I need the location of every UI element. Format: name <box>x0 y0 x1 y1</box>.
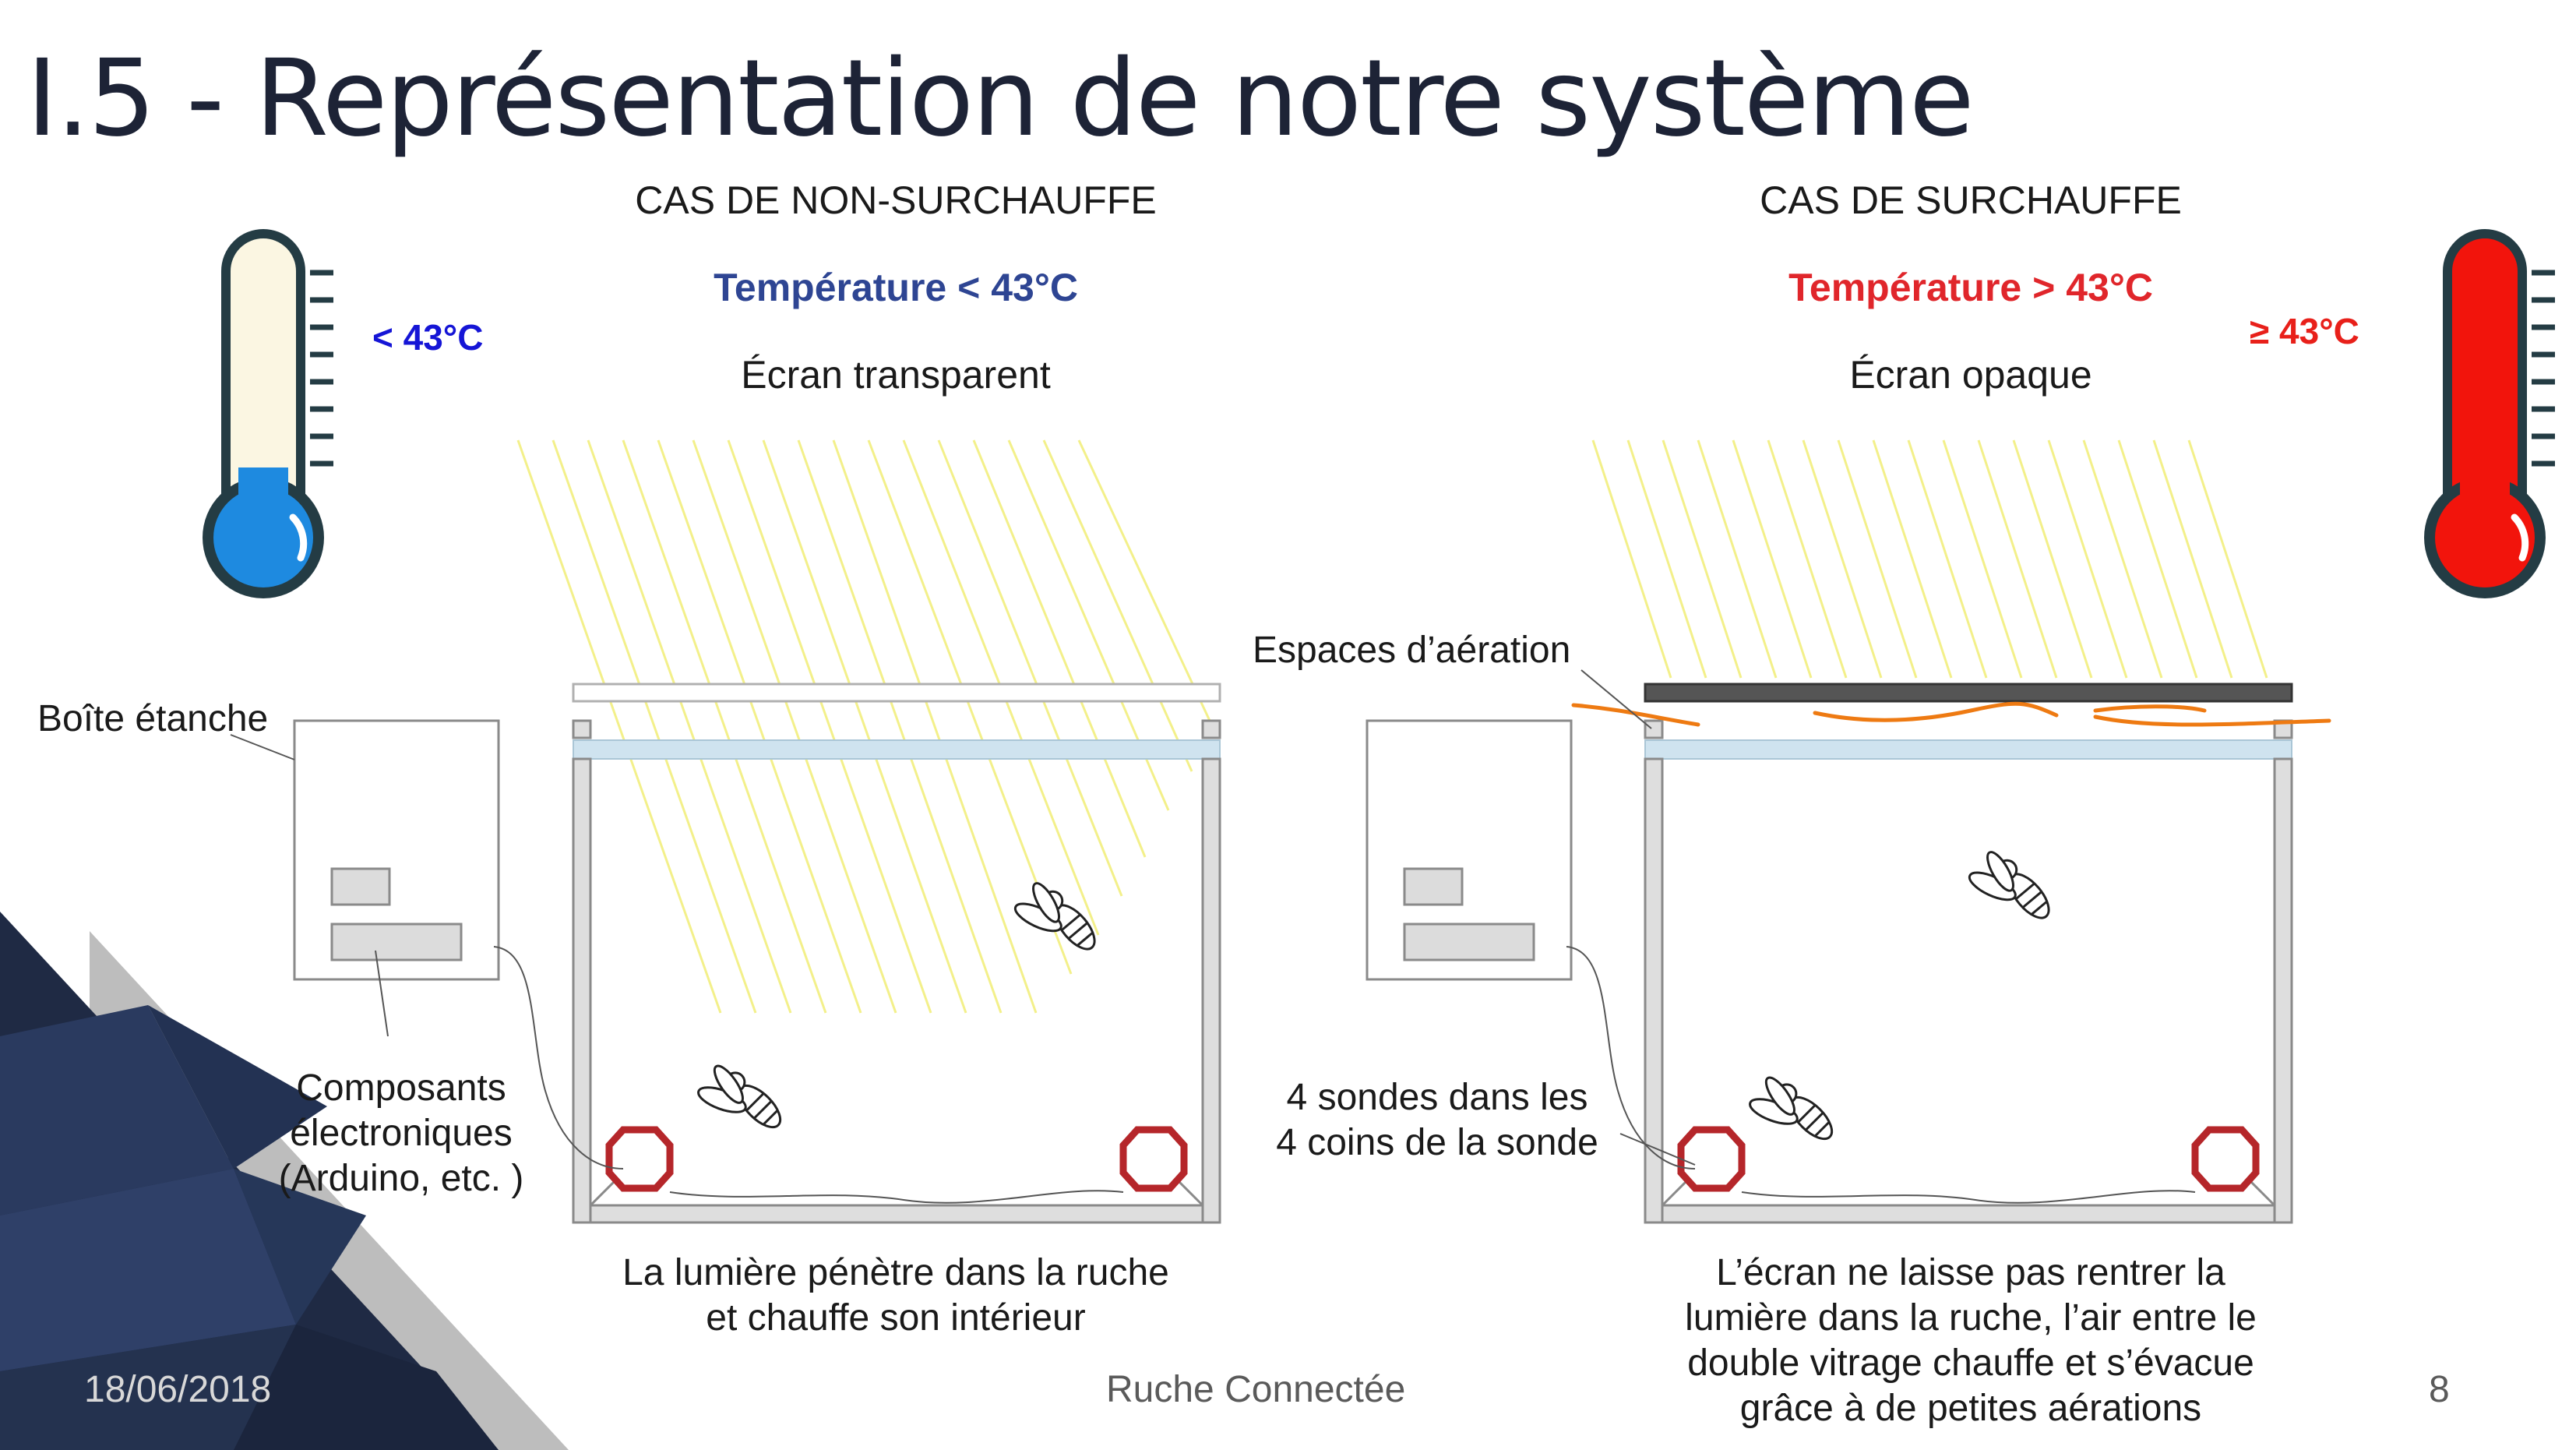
bee-icon <box>697 1064 782 1129</box>
opaque-screen <box>1644 683 2293 703</box>
air-flow-icon <box>1571 701 2331 727</box>
light-rays-left <box>516 439 1217 1014</box>
left-case-heading: CAS DE NON-SURCHAUFFE <box>635 178 1157 222</box>
page-number: 8 <box>2429 1369 2450 1410</box>
corner-decoration <box>0 912 569 1450</box>
label-sealed-box: Boîte étanche <box>37 698 269 739</box>
label-components: Composants électroniques (Arduino, etc. … <box>278 1067 524 1199</box>
light-rays-right <box>1591 439 2268 679</box>
right-caption: L’écran ne laisse pas rentrer la lumière… <box>1685 1252 2257 1429</box>
probe-icon <box>1677 1126 1746 1192</box>
right-case-heading: CAS DE SURCHAUFFE <box>1760 178 2182 222</box>
double-glazing <box>573 739 1221 760</box>
left-case-temperature: Température < 43°C <box>714 266 1078 309</box>
probe-icon <box>2191 1126 2260 1192</box>
label-probes: 4 sondes dans les 4 coins de la sonde <box>1276 1077 1598 1163</box>
thermometer-cold-icon <box>203 229 333 598</box>
hive-right <box>1571 683 2331 1224</box>
cold-threshold-label: < 43°C <box>372 317 484 358</box>
left-caption: La lumière pénètre dans la ruche et chau… <box>622 1252 1169 1339</box>
left-case-screen-state: Écran transparent <box>741 353 1051 397</box>
double-glazing <box>1644 739 2292 760</box>
label-ventilation: Espaces d’aération <box>1253 630 1571 671</box>
sealed-box-right <box>1366 669 1696 1170</box>
hive-left <box>572 683 1221 1224</box>
bee-icon <box>1968 851 2050 919</box>
probe-icon <box>1119 1126 1188 1192</box>
footer-date: 18/06/2018 <box>84 1369 272 1410</box>
slide-title: I.5 - Représentation de notre système <box>26 37 1975 161</box>
transparent-screen <box>572 683 1221 703</box>
right-case-screen-state: Écran opaque <box>1849 353 2092 397</box>
right-case-temperature: Température > 43°C <box>1788 266 2153 309</box>
probe-icon <box>605 1126 674 1192</box>
thermometer-hot-icon <box>2424 229 2555 598</box>
bee-icon <box>1013 882 1096 951</box>
bee-icon <box>1749 1076 1834 1141</box>
sealed-box-left <box>230 719 624 1170</box>
hot-threshold-label: ≥ 43°C <box>2250 311 2359 351</box>
footer-title: Ruche Connectée <box>1106 1369 1406 1410</box>
